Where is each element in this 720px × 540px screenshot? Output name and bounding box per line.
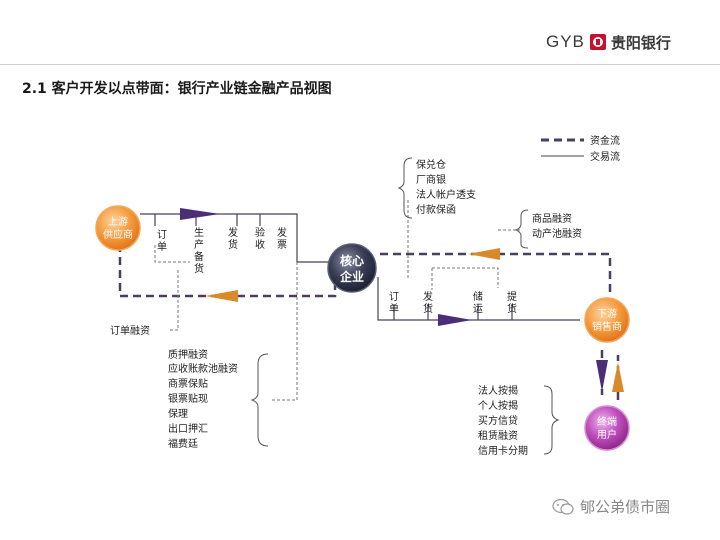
product-user-1: 个人按揭 (478, 399, 518, 412)
arrow-lower-right (438, 314, 472, 326)
product-core-0: 保兑仓 (416, 158, 446, 171)
watermark: 郇公弟债市圈 (552, 496, 670, 517)
header-divider (0, 64, 720, 65)
arrow-upper-right (180, 208, 220, 220)
node-upstream: 上游 供应商 (95, 205, 141, 251)
step-invoice-1: 发 (277, 226, 287, 239)
node-core-line2: 企业 (339, 269, 364, 284)
node-downstream: 下游 销售商 (584, 297, 630, 343)
lstep-ship-1: 发 (423, 290, 433, 303)
product-up-3: 银票贴现 (168, 392, 208, 405)
core-product-list: 保兑仓 厂商银 法人帐户透支 付款保函 (416, 158, 476, 216)
node-downstream-line1: 下游 (597, 307, 617, 320)
step-order-2: 单 (157, 241, 167, 253)
product-core-2: 法人帐户透支 (416, 188, 476, 201)
product-user-4: 信用卡分期 (478, 444, 528, 457)
upper-step-labels: 订 单 生 产 备 货 发 货 验 收 发 票 (157, 226, 287, 275)
node-core-line1: 核心 (340, 253, 364, 268)
step-inspect-2: 收 (255, 238, 265, 251)
node-enduser-line2: 用户 (597, 428, 617, 441)
node-downstream-line2: 销售商 (592, 320, 622, 333)
step-invoice-2: 票 (277, 239, 287, 251)
connector-lines (154, 200, 520, 401)
upstream-product-list: 质押融资 应收账款池融资 商票保贴 银票贴现 保理 出口押汇 福费廷 (168, 348, 238, 450)
node-end-user: 终端 用户 (584, 405, 630, 451)
lstep-pickup-1: 提 (507, 291, 517, 303)
downstream-product-list: 商品融资 动产池融资 (532, 212, 582, 240)
brand-code: GYB (546, 32, 585, 51)
enduser-product-list: 法人按揭 个人按揭 买方信贷 租赁融资 信用卡分期 (478, 384, 528, 457)
product-brackets (250, 157, 560, 455)
downstream-funds-line (380, 252, 612, 295)
lstep-storage-2: 运 (473, 303, 483, 315)
bank-logo: GYB 贵阳银行 (546, 28, 671, 56)
product-up-1: 应收账款池融资 (168, 362, 238, 375)
bank-logo-icon (589, 34, 606, 50)
brand-name: 贵阳银行 (610, 33, 671, 52)
flow-arrows (180, 208, 624, 392)
node-enduser-line1: 终端 (597, 415, 617, 428)
lstep-pickup-2: 货 (507, 302, 517, 315)
lower-trade-line (377, 277, 580, 321)
lstep-storage-1: 储 (473, 290, 483, 303)
product-order-financing: 订单融资 (110, 325, 150, 337)
product-user-0: 法人按揭 (478, 384, 518, 397)
lstep-order-2: 单 (389, 303, 399, 315)
product-user-2: 买方信贷 (478, 414, 518, 427)
product-up-6: 福费廷 (168, 437, 198, 450)
product-up-5: 出口押汇 (168, 422, 208, 435)
legend: 资金流 交易流 (541, 134, 620, 163)
node-core: 核心 企业 (327, 243, 377, 293)
product-user-3: 租赁融资 (478, 429, 518, 442)
product-core-3: 付款保函 (416, 203, 456, 216)
wechat-icon (552, 498, 574, 515)
step-prod-3: 备 (194, 250, 204, 263)
product-down-1: 动产池融资 (532, 227, 582, 240)
step-order-1: 订 (157, 229, 167, 241)
step-prod-2: 产 (194, 238, 204, 251)
arrow-downstream-left (468, 248, 500, 260)
step-inspect-1: 验 (255, 226, 265, 239)
lstep-order-1: 订 (389, 291, 399, 303)
watermark-text: 郇公弟债市圈 (580, 498, 671, 516)
node-upstream-line1: 上游 (108, 215, 128, 228)
step-prod-1: 生 (194, 226, 204, 239)
upstream-funds-line (118, 244, 337, 298)
product-up-0: 质押融资 (168, 348, 208, 361)
arrow-down-enduser (596, 360, 608, 392)
page-title: 2.1 客户开发以点带面：银行产业链金融产品视图 (22, 81, 332, 97)
legend-trade-flow: 交易流 (590, 150, 620, 163)
product-up-4: 保理 (168, 407, 188, 420)
product-down-0: 商品融资 (532, 212, 572, 225)
product-up-2: 商票保贴 (168, 377, 208, 390)
lower-step-labels: 订 单 发 货 储 运 提 货 (389, 290, 517, 315)
step-prod-4: 货 (194, 262, 204, 275)
step-ship-2: 货 (228, 238, 238, 251)
legend-funds-flow: 资金流 (590, 134, 620, 147)
node-upstream-line2: 供应商 (103, 228, 133, 241)
step-ship-1: 发 (228, 226, 238, 239)
arrow-up-enduser (612, 362, 624, 392)
lstep-ship-2: 货 (423, 302, 433, 315)
product-core-1: 厂商银 (416, 173, 446, 186)
arrow-lower-left (205, 290, 238, 302)
